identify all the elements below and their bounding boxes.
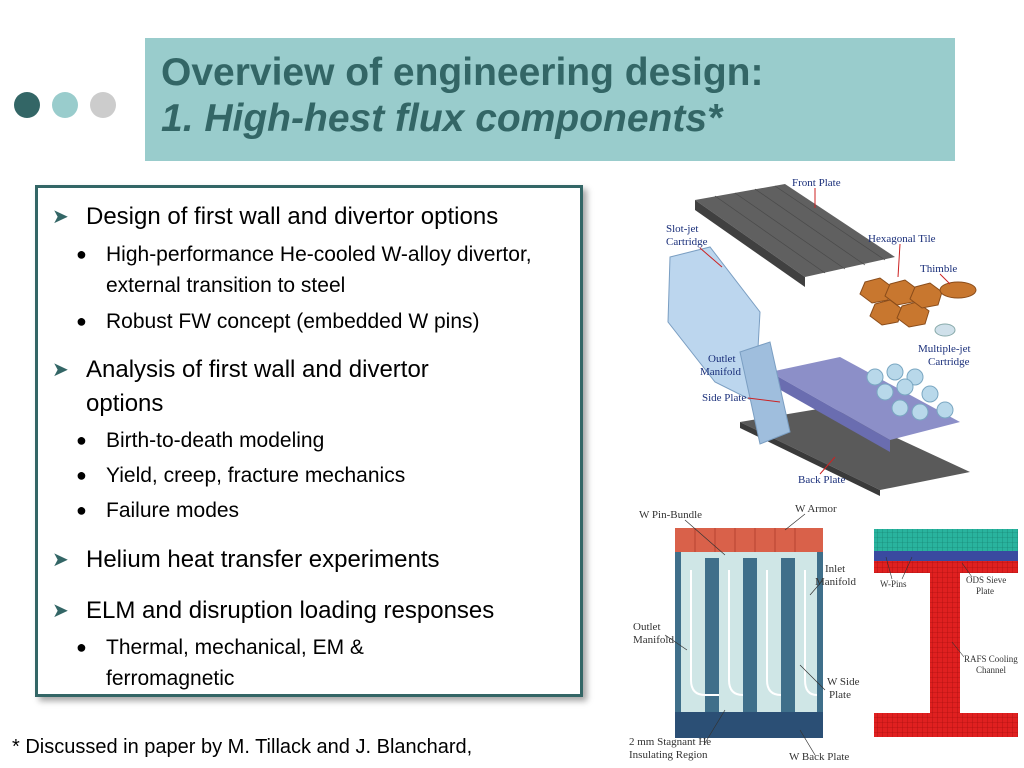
label-manifold: Manifold	[700, 366, 741, 378]
w-side-plate-shape	[675, 552, 823, 712]
sub-bullet-text: Failure modes	[106, 499, 240, 522]
bullet-helium: ➤ Helium heat transfer experiments	[52, 543, 582, 577]
thimble-shape	[939, 281, 977, 299]
w-back-plate-shape	[675, 712, 823, 738]
label-rafs-channel: Channel	[976, 665, 1006, 675]
decorative-dots	[14, 92, 116, 118]
arrow-bullet-icon: ➤	[52, 600, 69, 622]
dot-bullet-icon: ●	[76, 465, 87, 485]
w-armor-shape	[675, 528, 823, 552]
bullet-text: ELM and disruption loading responses	[86, 597, 495, 624]
bullet-design: ➤ Design of first wall and divertor opti…	[52, 200, 582, 234]
sub-bullet: ● Robust FW concept (embedded W pins)	[76, 306, 566, 337]
label-cartridge: Cartridge	[666, 236, 708, 248]
sub-bullet: ● Birth-to-death modeling	[76, 425, 566, 456]
label-inlet-manifold: Manifold	[815, 576, 856, 588]
title-box: Overview of engineering design: 1. High-…	[145, 38, 955, 161]
label-insulating: Insulating Region	[629, 749, 708, 761]
bullet-elm: ➤ ELM and disruption loading responses	[52, 594, 582, 628]
label-outlet-manifold: Manifold	[633, 634, 674, 646]
label-side-plate: Side Plate	[702, 392, 746, 404]
label-thimble: Thimble	[920, 263, 957, 275]
dot-dark	[14, 92, 40, 118]
label-front-plate: Front Plate	[792, 177, 841, 189]
label-outlet: Outlet	[708, 353, 736, 365]
sub-bullet-text: High-performance He-cooled W-alloy diver…	[106, 243, 532, 297]
label-pin-bundle: W Pin-Bundle	[639, 509, 702, 521]
label-rafs: RAFS Cooling	[964, 654, 1018, 664]
label-ods-plate: Plate	[976, 586, 994, 596]
fea-mesh-figure: W-Pins ODS Sieve Plate RAFS Cooling Chan…	[874, 529, 1018, 737]
sub-bullet-text: Thermal, mechanical, EM & ferromagnetic	[106, 636, 364, 690]
sub-bullet: ● Failure modes	[76, 495, 566, 526]
label-inlet: Inlet	[825, 563, 845, 575]
ods-sieve-mesh	[874, 551, 1018, 561]
bullet-text: Analysis of first wall and divertor opti…	[52, 353, 492, 421]
dot-gray	[90, 92, 116, 118]
slide-subtitle: 1. High-hest flux components*	[161, 97, 723, 140]
label-w-side-plate: Plate	[829, 689, 851, 701]
label-w-side: W Side	[827, 676, 860, 688]
arrow-bullet-icon: ➤	[52, 206, 69, 228]
bullet-text-inner: Analysis of first wall and divertor opti…	[86, 356, 429, 417]
pin-bundle-section-figure: W Pin-Bundle W Armor Inlet Manifold Outl…	[625, 500, 865, 766]
footnote: * Discussed in paper by M. Tillack and J…	[12, 736, 473, 758]
sub-bullet: ● Thermal, mechanical, EM & ferromagneti…	[76, 632, 436, 694]
back-plate-shape	[740, 407, 970, 490]
label-multi-jet: Multiple-jet	[918, 343, 971, 355]
slide-title: Overview of engineering design:	[161, 51, 764, 94]
rafs-cooling-channel-mesh	[930, 573, 960, 713]
label-w-back-plate: W Back Plate	[789, 751, 849, 763]
sub-bullet-text: Yield, creep, fracture mechanics	[106, 464, 406, 487]
dot-bullet-icon: ●	[76, 637, 87, 657]
dot-bullet-icon: ●	[76, 244, 87, 264]
dot-bullet-icon: ●	[76, 430, 87, 450]
w-pins-mesh	[874, 529, 1018, 555]
label-ods-sieve: ODS Sieve	[966, 575, 1006, 585]
multi-jet-cartridge-shape	[866, 363, 954, 421]
dot-bullet-icon: ●	[76, 311, 87, 331]
label-stagnant: 2 mm Stagnant He	[629, 736, 711, 748]
label-hex-tile: Hexagonal Tile	[868, 233, 936, 245]
outlet-manifold-shape	[739, 341, 791, 445]
hexagonal-tile-shape	[859, 277, 943, 328]
label-outlet: Outlet	[633, 621, 661, 633]
sub-bullet: ● Yield, creep, fracture mechanics	[76, 460, 566, 491]
bullet-text: Design of first wall and divertor option…	[86, 203, 499, 230]
sub-bullet-text: Robust FW concept (embedded W pins)	[106, 310, 480, 333]
sub-bullet-text: Birth-to-death modeling	[106, 429, 325, 452]
arrow-bullet-icon: ➤	[52, 359, 69, 381]
dot-teal	[52, 92, 78, 118]
label-w-armor: W Armor	[795, 503, 837, 515]
label-back-plate: Back Plate	[798, 474, 845, 486]
label-w-pins: W-Pins	[880, 579, 907, 589]
label-multi-cartridge: Cartridge	[928, 356, 970, 368]
divertor-exploded-figure: Front Plate Slot-jet Cartridge Hexagonal…	[666, 177, 977, 496]
jet-shape	[934, 323, 956, 337]
arrow-bullet-icon: ➤	[52, 549, 69, 571]
bullet-analysis: ➤ Analysis of first wall and divertor op…	[52, 353, 492, 421]
label-slot-jet: Slot-jet	[666, 223, 698, 235]
bullet-text: Helium heat transfer experiments	[86, 546, 440, 573]
dot-bullet-icon: ●	[76, 500, 87, 520]
side-plate-shape	[770, 357, 960, 440]
content-box: ➤ Design of first wall and divertor opti…	[35, 185, 583, 697]
front-plate-shape	[695, 184, 895, 277]
sub-bullet: ● High-performance He-cooled W-alloy div…	[76, 239, 566, 301]
